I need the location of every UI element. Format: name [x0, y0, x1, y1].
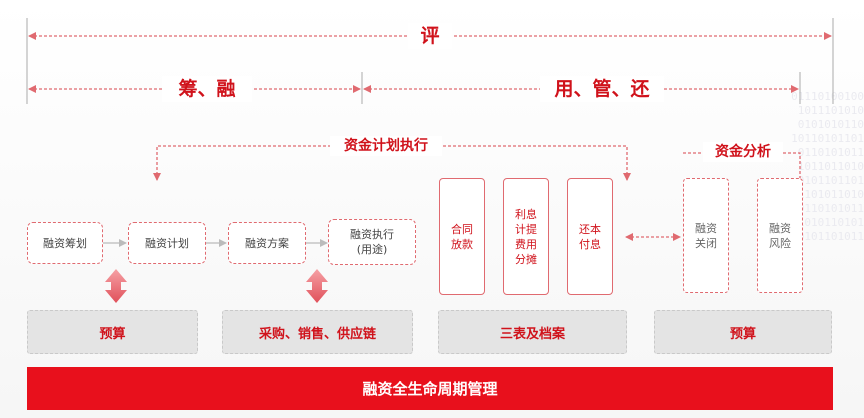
left-label: 筹、融: [162, 76, 252, 102]
flow-step-label: 融资执行: [350, 228, 394, 241]
analysis-label: 资金分析: [703, 142, 783, 162]
vbox-financing-risk: 融资 风险: [757, 178, 803, 293]
plan-exec-label: 资金计划执行: [330, 136, 442, 156]
flow-step-sublabel: (用途): [356, 243, 388, 256]
vbox-financing-close: 融资 关闭: [683, 178, 729, 293]
footer-bar: 融资全生命周期管理: [27, 367, 833, 410]
bottom-label: 采购、销售、供应链: [258, 326, 376, 342]
bottom-supply-chain: 采购、销售、供应链: [222, 310, 413, 354]
vbox-contract-loan: 合同 放款: [439, 178, 485, 295]
bottom-budget-right: 预算: [654, 310, 832, 354]
bottom-label: 预算: [729, 326, 756, 342]
vbox-interest-accrual: 利息 计提 费用 分摊: [503, 178, 549, 295]
top-label: 评: [408, 23, 452, 49]
bottom-label: 三表及档案: [499, 326, 565, 342]
updown-arrow-right: [306, 269, 328, 303]
bottom-label: 预算: [99, 326, 126, 342]
flow-step-label: 融资筹划: [43, 236, 87, 250]
footer-title: 融资全生命周期管理: [362, 380, 498, 398]
updown-arrow-left: [105, 269, 127, 303]
right-label: 用、管、还: [540, 76, 664, 102]
bottom-budget-left: 预算: [27, 310, 198, 354]
plan-exec-bracket: [153, 145, 631, 181]
vbox-repayment: 还本 付息: [567, 178, 613, 295]
flow-step-financing-plan: 融资筹划: [27, 222, 103, 264]
flow-step-financing-execution: 融资执行 (用途): [328, 219, 416, 265]
analysis-bracket: [683, 152, 801, 180]
flow-step-label: 融资方案: [245, 236, 289, 250]
flow-step-financing-scheme: 融资方案: [228, 222, 306, 264]
bottom-statements-archive: 三表及档案: [438, 310, 627, 354]
flow-step-financing-schedule: 融资计划: [128, 222, 206, 264]
flow-step-label: 融资计划: [145, 236, 189, 250]
